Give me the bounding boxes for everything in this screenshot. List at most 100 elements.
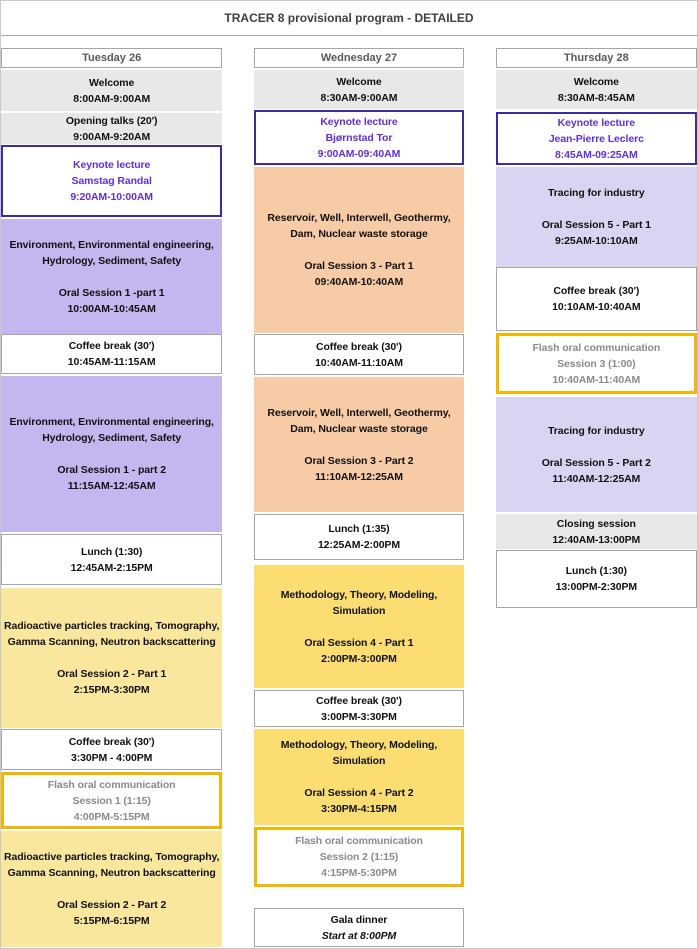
event-line: Coffee break (30') bbox=[316, 694, 402, 707]
event-line: Jean-Pierre Leclerc bbox=[548, 132, 644, 145]
event-line: Oral Session 2 - Part 1 bbox=[57, 668, 167, 680]
event-line: Oral Session 1 -part 1 bbox=[58, 286, 165, 299]
event-line: Oral Session 3 - Part 1 bbox=[304, 260, 414, 272]
event-line: Keynote lecture bbox=[557, 116, 635, 129]
event-line: Coffee break (30') bbox=[68, 735, 155, 748]
event-line: 2:00PM-3:00PM bbox=[321, 652, 397, 665]
event-block: Coffee break (30')10:45AM-11:15AM bbox=[1, 334, 223, 374]
event-line: 2:15PM-3:30PM bbox=[73, 684, 150, 696]
event-line: Methodology, Theory, Modeling, bbox=[280, 739, 438, 751]
event-block: Coffee break (30') 10:10AM-10:40AM bbox=[495, 267, 697, 331]
event-line: Start at 8:00PM bbox=[321, 929, 397, 942]
event-line: Lunch (1:30) bbox=[81, 545, 143, 558]
event-line: Session 3 (1:00) bbox=[557, 357, 636, 370]
event-block: Lunch (1:35)12:25AM-2:00PM bbox=[254, 514, 464, 560]
event-line: 4:15PM-5:30PM bbox=[321, 867, 397, 879]
event-line: Oral Session 4 - Part 1 bbox=[304, 636, 414, 649]
event-line: 10:10AM-10:40AM bbox=[552, 301, 641, 313]
event-line: Environment, Environmental engineering, bbox=[9, 238, 214, 251]
event-line: Opening talks (20') bbox=[65, 114, 158, 127]
day-column-1: Tuesday 26 Welcome 8:00AM-9:00AM Opening ta… bbox=[1, 48, 223, 947]
event-line: Simulation bbox=[332, 755, 386, 767]
event-line: Bjørnstad Tor bbox=[325, 131, 393, 144]
event-line: 11:15AM-12:45AM bbox=[67, 480, 156, 492]
day-columns: Tuesday 26 Welcome 8:00AM-9:00AM Opening ta… bbox=[1, 48, 697, 947]
event-block: Radioactive particles tracking, Tomograp… bbox=[1, 831, 223, 947]
event-line: 9:00AM-9:20AM bbox=[73, 130, 151, 143]
event-line: Tracing for industry bbox=[548, 187, 645, 199]
event-line: Session 2 (1:15) bbox=[319, 851, 399, 863]
event-line: Oral Session 5 - Part 1 bbox=[541, 219, 651, 231]
event-line: 13:00PM-2:30PM bbox=[555, 581, 638, 593]
event-line: Dam, Nuclear waste storage bbox=[290, 422, 428, 435]
event-line: Methodology, Theory, Modeling, bbox=[280, 588, 438, 601]
day-column-2: Wednesday 27 Welcome 8:30AM-9:00AM Keynote … bbox=[254, 48, 464, 947]
event-line: Oral Session 4 - Part 2 bbox=[304, 787, 414, 799]
event-line: 9:00AM-09:40AM bbox=[317, 147, 401, 160]
event-block: Coffee break (30')3:00PM-3:30PM bbox=[254, 690, 464, 727]
event-line: Keynote lecture bbox=[73, 159, 151, 171]
event-line: 9:25AM-10:10AM bbox=[555, 235, 638, 247]
event-line: Samstag Randal bbox=[71, 175, 152, 187]
event-line: Flash oral communication bbox=[295, 835, 423, 847]
event-line: Radioactive particles tracking, Tomograp… bbox=[4, 851, 220, 863]
event-line: 10:45AM-11:15AM bbox=[67, 356, 156, 368]
event-line: Oral Session 2 - Part 2 bbox=[57, 899, 167, 911]
event-line: 8:30AM-9:00AM bbox=[320, 91, 398, 104]
event-line: 10:40AM-11:10AM bbox=[315, 356, 403, 369]
event-line: Environment, Environmental engineering, bbox=[9, 416, 214, 428]
event-line: 12:45AM-2:15PM bbox=[70, 561, 153, 574]
event-line: 11:10AM-12:25AM bbox=[315, 470, 403, 483]
event-line: Flash oral communication bbox=[532, 341, 661, 354]
day-header: Thursday 28 bbox=[495, 48, 697, 68]
event-line: Hydrology, Sediment, Safety bbox=[42, 432, 182, 444]
event-line: Dam, Nuclear waste storage bbox=[290, 228, 428, 240]
event-block: Coffee break (30') 3:30PM - 4:00PM bbox=[1, 729, 223, 770]
event-block: Lunch (1:30)13:00PM-2:30PM bbox=[495, 550, 697, 608]
event-line: 12:40AM-13:00PM bbox=[552, 533, 641, 546]
event-line: Closing session bbox=[556, 517, 636, 530]
event-line: Oral Session 3 - Part 2 bbox=[304, 454, 414, 467]
event-line: Radioactive particles tracking, Tomograp… bbox=[4, 620, 220, 632]
event-block: Reservoir, Well, Interwell, Geothermy,Da… bbox=[254, 377, 464, 512]
event-block: Lunch (1:30) 12:45AM-2:15PM bbox=[1, 534, 223, 585]
event-line: 3:30PM - 4:00PM bbox=[70, 751, 153, 764]
event-line: Coffee break (30') bbox=[553, 285, 640, 297]
event-block: Methodology, Theory, Modeling, Simulation… bbox=[254, 565, 464, 688]
event-line: 12:25AM-2:00PM bbox=[317, 539, 400, 551]
event-line: Tracing for industry bbox=[548, 424, 645, 437]
event-line: Hydrology, Sediment, Safety bbox=[42, 254, 182, 267]
event-line: 10:00AM-10:45AM bbox=[67, 302, 156, 315]
event-line: Simulation bbox=[332, 604, 386, 617]
event-line: 3:30PM-4:15PM bbox=[321, 803, 397, 815]
event-block: Welcome 8:30AM-9:00AM bbox=[254, 70, 464, 109]
event-line: Welcome bbox=[336, 75, 382, 88]
event-block: Closing session 12:40AM-13:00PM bbox=[495, 514, 697, 549]
event-line: Gala dinner bbox=[330, 913, 388, 926]
event-line: 8:30AM-8:45AM bbox=[557, 91, 635, 104]
event-line: Welcome bbox=[89, 76, 135, 89]
event-line: 8:00AM-9:00AM bbox=[73, 92, 151, 105]
event-line: Welcome bbox=[573, 75, 619, 88]
event-line: Reservoir, Well, Interwell, Geothermy, bbox=[267, 212, 451, 224]
day-header: Wednesday 27 bbox=[254, 48, 464, 68]
day-header: Tuesday 26 bbox=[1, 48, 223, 68]
event-line: Flash oral communication bbox=[47, 778, 176, 791]
event-block: Environment, Environmental engineering, H… bbox=[1, 376, 223, 532]
event-block: Coffee break (30')10:40AM-11:10AM bbox=[254, 334, 464, 375]
event-line: Oral Session 1 - part 2 bbox=[57, 464, 166, 476]
day-column-3: Thursday 28 Welcome 8:30AM-8:45AM Keynote l… bbox=[495, 48, 697, 947]
event-block: Opening talks (20') 9:00AM-9:20AM bbox=[1, 113, 223, 144]
event-line: Gamma Scanning, Neutron backscattering bbox=[7, 867, 216, 879]
event-block: Radioactive particles tracking, Tomograp… bbox=[1, 588, 223, 728]
event-line: 8:45AM-09:25AM bbox=[555, 148, 638, 161]
